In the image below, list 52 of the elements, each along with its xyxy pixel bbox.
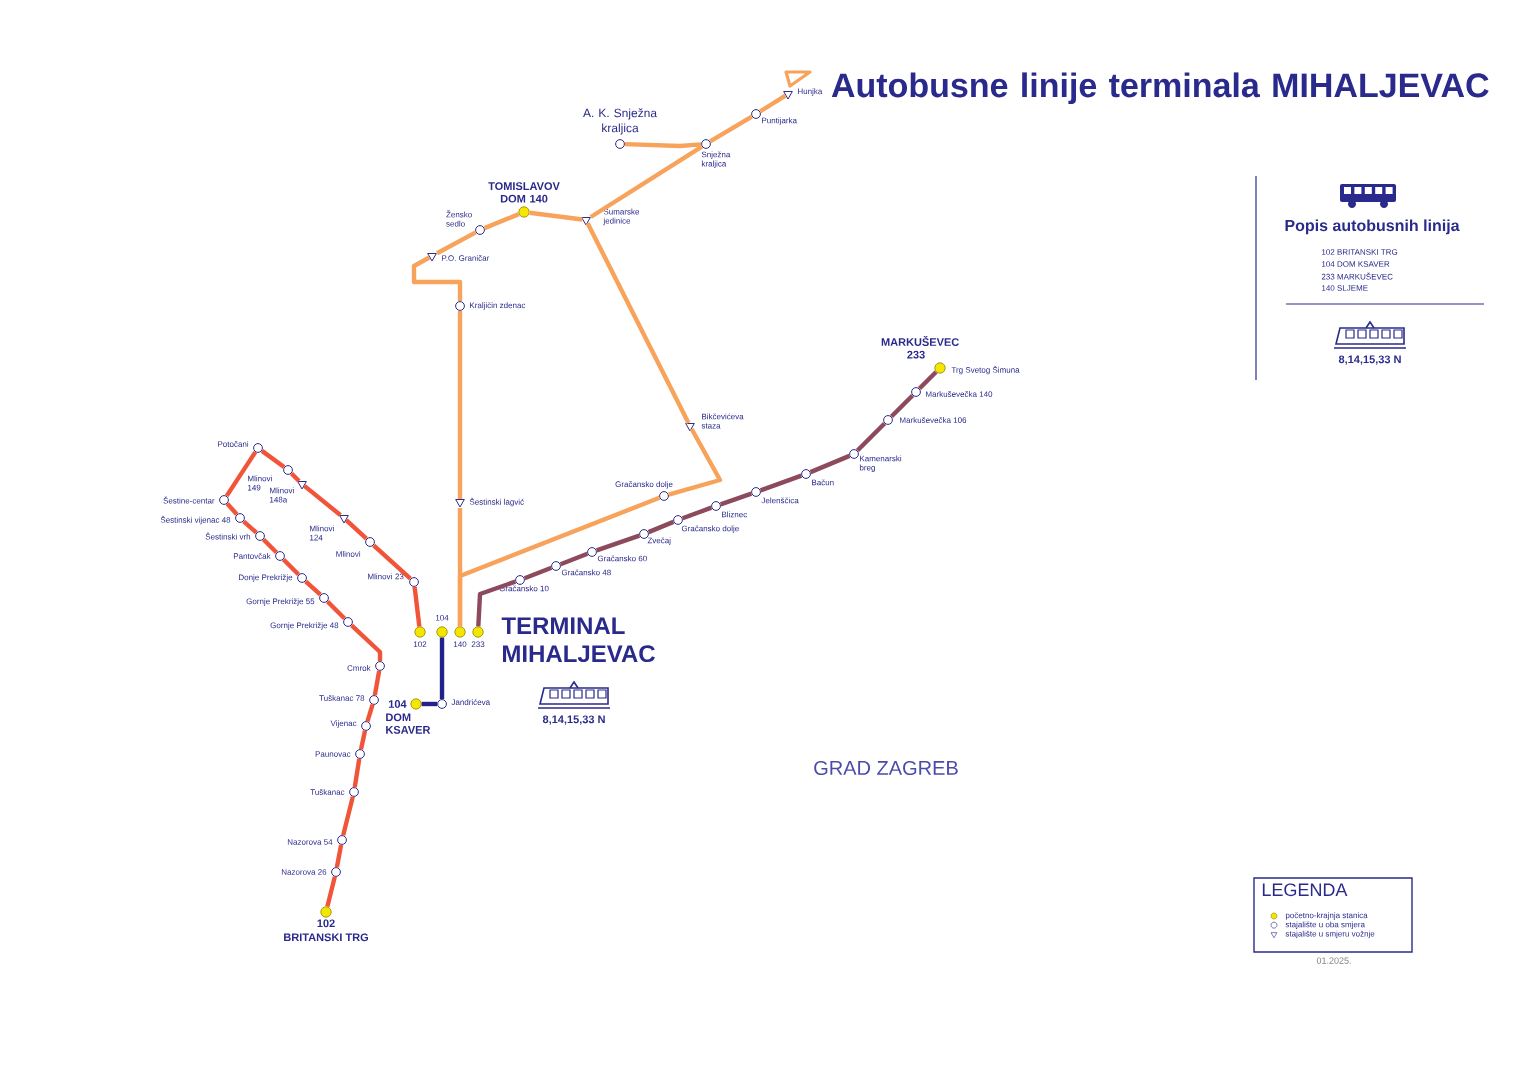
- route-line: [344, 518, 368, 541]
- route-line: [529, 210, 583, 222]
- route-line: [261, 537, 279, 555]
- route-line: [225, 502, 239, 516]
- route-line: [303, 484, 342, 517]
- route-line: [589, 144, 704, 219]
- route-line: [325, 876, 337, 908]
- route-line: [647, 519, 675, 535]
- route-line: [372, 543, 412, 581]
- legend-title: LEGENDA: [1262, 883, 1348, 897]
- panel-heading: Popis autobusnih linija: [1285, 219, 1460, 235]
- route-line: [352, 758, 362, 788]
- route-line: [759, 473, 803, 493]
- route-line: [421, 701, 438, 707]
- route-line: [325, 599, 347, 621]
- route-line: [334, 844, 344, 868]
- route-line: [917, 370, 938, 391]
- route-line: [624, 141, 702, 149]
- route-line: [523, 565, 553, 581]
- route-line: [242, 519, 258, 535]
- route-line: [681, 505, 713, 521]
- route-line: [719, 491, 753, 507]
- route-line: [341, 796, 355, 836]
- route-line: [585, 222, 691, 424]
- route-line: [889, 393, 915, 419]
- terminal-name: TERMINAL MIHALJEVAC: [501, 617, 655, 663]
- route-line: [476, 579, 517, 627]
- route-line: [439, 637, 445, 700]
- route-line: [559, 551, 589, 567]
- route-line: [759, 93, 787, 114]
- title: Autobusne linije terminala MIHALJEVAC: [831, 72, 1489, 105]
- route-line: [457, 495, 661, 627]
- route-line: [436, 230, 477, 256]
- route-line: [350, 623, 383, 662]
- route-line: [855, 421, 887, 453]
- route-line: [668, 428, 723, 497]
- route-line: [411, 255, 463, 302]
- route-line: [304, 579, 322, 597]
- route-line: [412, 586, 422, 627]
- route-line: [809, 453, 851, 475]
- route-line: [358, 730, 368, 750]
- city-label: GRAD ZAGREB: [814, 760, 958, 776]
- route-line: [365, 704, 375, 722]
- route-line: [260, 449, 286, 469]
- route-line: [483, 212, 520, 231]
- route-line: [709, 114, 753, 144]
- route-line: [281, 557, 301, 577]
- route-line: [372, 670, 382, 696]
- route-line: [289, 471, 301, 483]
- route-line: [595, 533, 641, 553]
- route-line: [457, 310, 463, 499]
- route-line: [224, 450, 258, 498]
